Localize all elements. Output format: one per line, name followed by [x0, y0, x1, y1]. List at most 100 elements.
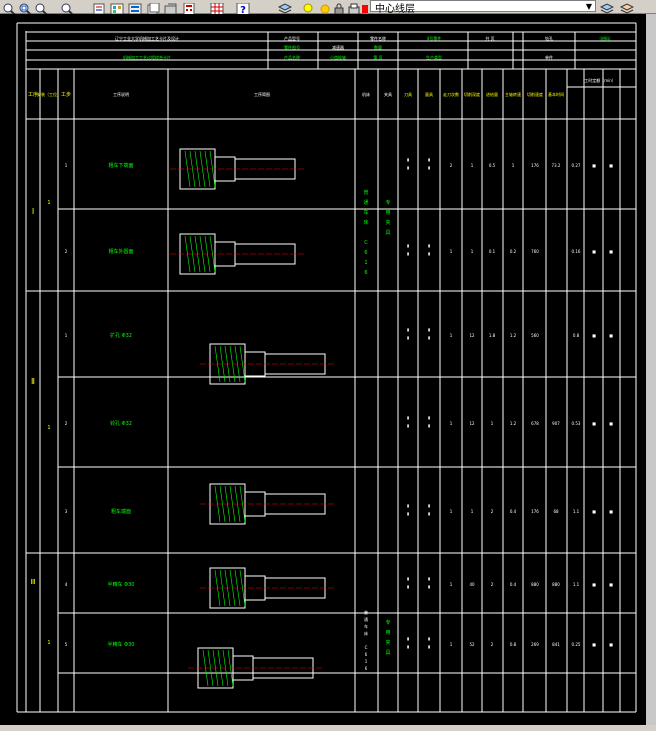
tool-palettes-icon[interactable] [128, 0, 142, 15]
markup-icon[interactable] [164, 0, 178, 15]
param-value: 1 [450, 421, 453, 426]
gauge-glyph: ▮ [428, 576, 430, 581]
col-header-param: 进给量 [486, 91, 498, 97]
process-group-label: Ⅲ [31, 578, 36, 586]
param-value: 269 [531, 642, 539, 647]
header-label: 共 页 [485, 35, 494, 41]
sheet-set-icon[interactable] [146, 0, 160, 15]
bulb-on-icon[interactable] [303, 0, 317, 13]
fixture-char: 专 [385, 199, 390, 206]
header-label: 产品型号 [284, 35, 300, 41]
param-value: 1 [450, 249, 453, 254]
tool-glyph: ▮ [407, 636, 409, 641]
calculator-icon[interactable] [182, 0, 196, 16]
zoom-extents-icon[interactable] [60, 0, 74, 16]
machine-char: 床 [364, 630, 368, 636]
param-marker: ■ [592, 582, 596, 587]
layer-lock-icon[interactable] [333, 0, 347, 15]
help-icon[interactable]: ? [236, 0, 250, 16]
header-label: 零件名称 [370, 35, 386, 41]
param-value: 1 [471, 509, 474, 514]
sketch-line [189, 235, 196, 273]
param-value: 560 [531, 333, 539, 338]
drawing-canvas[interactable]: 辽宁工业大学机械加工艺卡片及设计机械加工工艺过程综合卡片产品型号零件图号产品名称… [0, 14, 656, 725]
machine-char: 通 [363, 199, 368, 206]
header-value: （材料） [597, 35, 613, 41]
layer-previous-icon[interactable] [599, 0, 615, 14]
param-value: 40 [469, 582, 475, 587]
machine-char: 普 [364, 609, 368, 615]
machine-char: C [364, 240, 368, 246]
param-marker: ■ [592, 509, 596, 514]
layer-dropdown[interactable]: 中心线层 ▼ [370, 0, 596, 15]
machine-char: 车 [364, 623, 368, 629]
layer-state-icon[interactable] [619, 0, 635, 14]
design-center-icon[interactable] [110, 0, 124, 15]
sketch-step-2 [170, 233, 305, 275]
part-number: 4号零件 [427, 35, 442, 41]
sketch-line [219, 345, 226, 383]
sketch-step-6 [188, 647, 323, 689]
header-value: 小齿轮轴 [330, 54, 346, 60]
card-title: 机械加工工艺过程综合卡片 [123, 54, 171, 60]
param-value: 0.5 [489, 163, 496, 168]
layer-manager-icon[interactable] [277, 0, 293, 14]
tool-glyph: ▮ [407, 243, 409, 248]
layer-plot-icon[interactable] [348, 0, 362, 15]
step-number: 4 [65, 582, 68, 587]
param-value: 1 [491, 421, 494, 426]
fixture-char: 具 [385, 230, 390, 236]
sketch-step-3 [200, 343, 335, 385]
gauge-glyph: ▮ [428, 243, 430, 248]
zoom-realtime-icon[interactable] [2, 0, 16, 16]
col-header-tool: 刀具 [404, 91, 412, 97]
header-value: 减速器 [332, 44, 344, 50]
param-value: 1.8 [489, 333, 496, 338]
param-value: 678 [531, 421, 539, 426]
chevron-down-icon[interactable]: ▼ [585, 2, 592, 11]
param-value: 0.8 [510, 642, 517, 647]
param-value: 0.16 [572, 249, 581, 254]
col-header-sketch: 工序简图 [254, 91, 270, 97]
step-number: 5 [65, 642, 68, 647]
layer-color-swatch[interactable] [362, 0, 368, 13]
param-value: 1 [450, 333, 453, 338]
param-value: 68 [553, 509, 559, 514]
col-header-step: 工步 [61, 92, 71, 98]
machine-char: 1 [365, 659, 368, 664]
header-label: 数量 [374, 44, 382, 50]
gauge-glyph: ▮ [428, 415, 430, 420]
param-value: 176 [531, 509, 539, 514]
col-header-fixture: 夹具 [384, 91, 392, 97]
fixture-char: 夹 [385, 219, 390, 226]
zoom-window-icon[interactable] [18, 0, 32, 16]
col-header-param: 切削深度 [464, 91, 480, 97]
horizontal-scrollbar[interactable] [0, 725, 656, 731]
header-value: 钻孔 [545, 35, 553, 41]
param-marker: ■ [609, 509, 613, 514]
param-value: 1.1 [573, 582, 580, 587]
param-value: 2 [491, 582, 494, 587]
step-number: 2 [65, 421, 68, 426]
fixture-char: 用 [385, 210, 390, 216]
param-value: 0.8 [573, 333, 580, 338]
param-marker: ■ [609, 642, 613, 647]
param-marker: ■ [609, 333, 613, 338]
properties-icon[interactable] [92, 0, 106, 15]
gauge-glyph: ▮ [428, 423, 430, 428]
calc-grid-icon[interactable] [210, 0, 224, 16]
vertical-scrollbar[interactable] [646, 14, 656, 725]
machine-char: 车 [363, 209, 368, 216]
fixture-char: 具 [385, 650, 390, 656]
machine-char: 通 [364, 616, 368, 622]
tool-glyph: ▮ [407, 251, 409, 256]
gauge-glyph: ▮ [428, 503, 430, 508]
gauge-glyph: ▮ [428, 327, 430, 332]
machine-char: 床 [363, 219, 368, 226]
gauge-glyph: ▮ [428, 165, 430, 170]
tool-glyph: ▮ [407, 576, 409, 581]
param-marker: ■ [609, 163, 613, 168]
sun-thaw-icon[interactable] [318, 0, 332, 14]
zoom-previous-icon[interactable] [34, 0, 48, 16]
param-value: 1 [450, 582, 453, 587]
